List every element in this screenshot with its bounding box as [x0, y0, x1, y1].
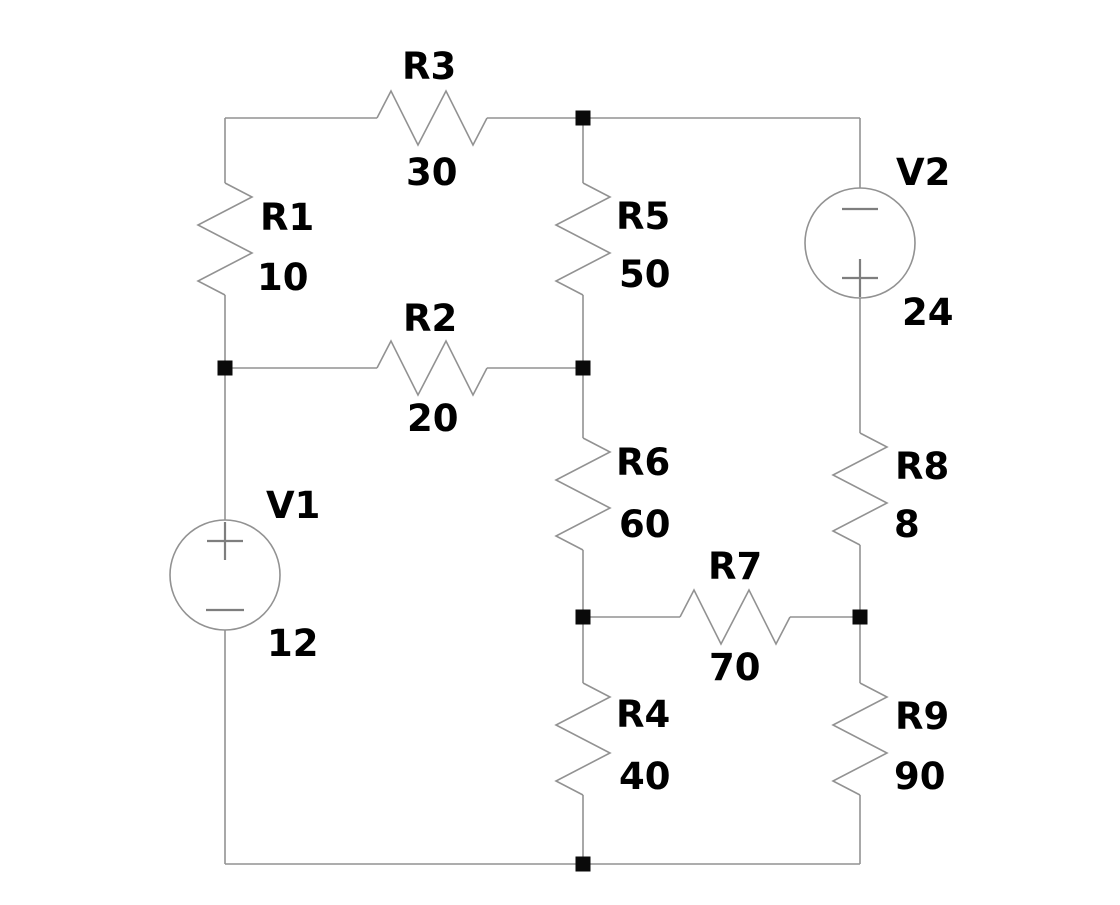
resistor-R1-symbol [196, 182, 254, 296]
value-V1: 12 [267, 622, 319, 665]
label-V1: V1 [266, 484, 321, 527]
value-R4: 40 [619, 755, 671, 798]
resistor-zigzag [376, 89, 488, 147]
junction-dot-top-mid [575, 110, 591, 126]
resistor-zigzag [196, 182, 254, 296]
label-R2: R2 [403, 297, 458, 340]
value-R5: 50 [619, 253, 671, 296]
source-circle [169, 519, 281, 631]
junction-dot-mid-r2 [575, 360, 591, 376]
resistor-zigzag [554, 182, 612, 296]
resistor-R7-symbol [679, 588, 791, 646]
label-V2: V2 [896, 151, 951, 194]
resistor-R3-symbol [376, 89, 488, 147]
value-R2: 20 [407, 397, 459, 440]
source-circle [804, 187, 916, 299]
resistor-zigzag [554, 682, 612, 796]
label-R7: R7 [708, 545, 763, 588]
value-R3: 30 [406, 151, 458, 194]
label-R6: R6 [616, 441, 671, 484]
source-V2-symbol [804, 187, 916, 299]
label-R4: R4 [616, 693, 671, 736]
junction-dot-mid-r7 [575, 609, 591, 625]
resistor-zigzag [554, 437, 612, 551]
resistor-zigzag [831, 682, 889, 796]
resistor-R8-symbol [831, 432, 889, 546]
junction-dot-bottom-mid [575, 856, 591, 872]
value-R8: 8 [894, 503, 920, 546]
value-R1: 10 [257, 256, 309, 299]
junction-dot-left-r2 [217, 360, 233, 376]
junction-dots [217, 110, 868, 872]
resistor-R6-symbol [554, 437, 612, 551]
source-V1-symbol [169, 519, 281, 631]
resistor-zigzag [831, 432, 889, 546]
label-R3: R3 [402, 45, 457, 88]
wires [224, 117, 861, 865]
value-V2: 24 [902, 291, 954, 334]
resistor-zigzag [376, 339, 488, 397]
label-R5: R5 [616, 195, 671, 238]
label-R8: R8 [895, 445, 950, 488]
resistor-zigzag [679, 588, 791, 646]
value-R6: 60 [619, 503, 671, 546]
resistor-R4-symbol [554, 682, 612, 796]
label-R9: R9 [895, 695, 950, 738]
value-R9: 90 [894, 755, 946, 798]
resistor-R9-symbol [831, 682, 889, 796]
value-R7: 70 [709, 646, 761, 689]
label-R1: R1 [260, 196, 315, 239]
resistor-R2-symbol [376, 339, 488, 397]
junction-dot-right-r7 [852, 609, 868, 625]
resistor-R5-symbol [554, 182, 612, 296]
